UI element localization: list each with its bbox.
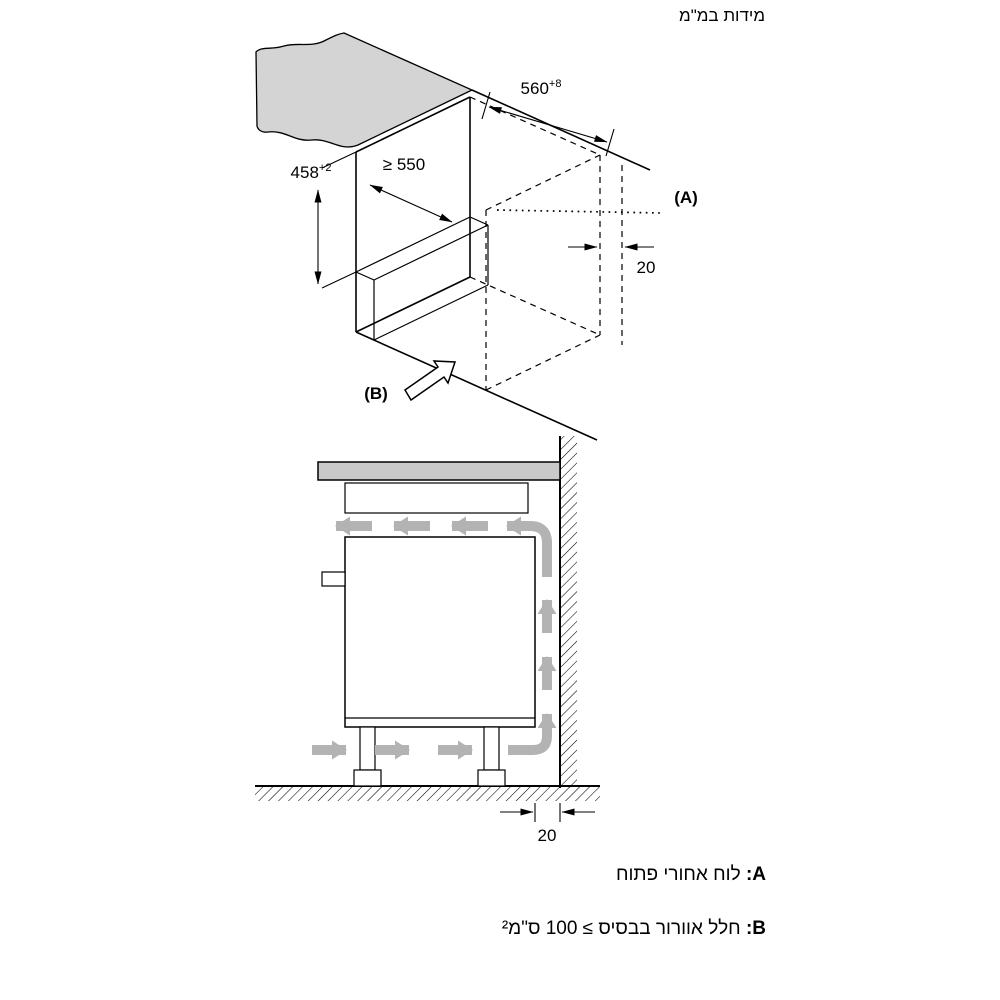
- dim-depth-label: ≥ 550: [383, 155, 425, 174]
- floor-front-edge: [355, 216, 471, 273]
- niche-floor: [355, 216, 489, 341]
- plinth-front-edge: [355, 331, 598, 441]
- cabinet-niche-frame: [355, 96, 471, 333]
- callout-b-arrow: [403, 360, 457, 402]
- cabinet-legs: [353, 726, 506, 787]
- floor-side-edge-left: [355, 271, 375, 281]
- base-back-edge: [373, 284, 489, 341]
- legend-a-text: לוח אחורי פתוח: [615, 864, 741, 885]
- legend-a-key: A:: [745, 864, 766, 885]
- niche-bottom-edge: [355, 276, 471, 333]
- dim-height-ext-bottom: [321, 271, 357, 289]
- dim-width-arrow: [488, 106, 608, 143]
- countertop-surface: [255, 32, 474, 148]
- rear-gap-label: 20: [637, 258, 656, 277]
- hidden-top-edge: [469, 96, 601, 156]
- callout-a-dotted-line: [496, 209, 663, 214]
- side-view: 20: [255, 436, 600, 845]
- page-title: מידות במ"מ: [679, 6, 765, 25]
- dim-depth-arrow: [369, 184, 453, 223]
- dim-depth-550: ≥ 550: [369, 155, 453, 223]
- dim-width-tick-left: [481, 91, 491, 120]
- leg-rear: [483, 726, 500, 771]
- wall-hatching: [560, 436, 577, 788]
- legend-b-key: B:: [745, 918, 766, 939]
- airflow-turn-up: [508, 713, 557, 755]
- niche-top-edge: [355, 96, 471, 153]
- leg-front: [359, 726, 376, 771]
- hidden-back-bottom-edge: [485, 334, 601, 391]
- iso-view: 560+8 458+2 ≥ 550 20: [255, 32, 698, 441]
- dim-height-label: 458+2: [291, 162, 332, 182]
- side-dim-rear-gap: 20: [500, 803, 595, 845]
- dim-height-ext-top: [321, 151, 357, 169]
- air-channel: [344, 482, 529, 514]
- worktop-back-edge: [471, 89, 651, 171]
- callout-a-label: (A): [674, 188, 698, 207]
- hidden-back-top-edge: [485, 154, 601, 211]
- dim-width-560: 560+8: [481, 78, 615, 157]
- airflow-turn-left: [506, 516, 552, 577]
- side-countertop: [317, 461, 561, 481]
- floor-side-edge-right: [469, 216, 489, 226]
- dim-width-tick-right: [605, 128, 615, 157]
- dim-width-label: 560+8: [521, 78, 562, 98]
- legend-b-text: חלל אוורור בבסיס ≥ 100 ס"מ²: [501, 918, 741, 939]
- side-gap-label: 20: [538, 826, 557, 845]
- legend-item-b: B: חלל אוורור בבסיס ≥ 100 ס"מ²: [502, 918, 766, 940]
- foot-rear: [477, 769, 506, 787]
- foot-front: [353, 769, 382, 787]
- oven-handle: [321, 571, 346, 587]
- hidden-bottom-edge: [469, 276, 601, 336]
- callout-b-label: (B): [364, 384, 388, 403]
- floor-hatching: [255, 786, 600, 801]
- floor-back-edge: [373, 224, 489, 281]
- airflow-arrows: [312, 516, 557, 760]
- callout-a: (A): [496, 188, 698, 214]
- dim-rear-gap-20: 20: [568, 243, 656, 277]
- oven-body: [344, 536, 536, 728]
- hidden-niche-volume: [469, 96, 623, 391]
- dim-height-458: 458+2: [291, 151, 357, 289]
- legend-item-a: A: לוח אחורי פתוח: [616, 864, 766, 886]
- callout-b: (B): [364, 360, 457, 403]
